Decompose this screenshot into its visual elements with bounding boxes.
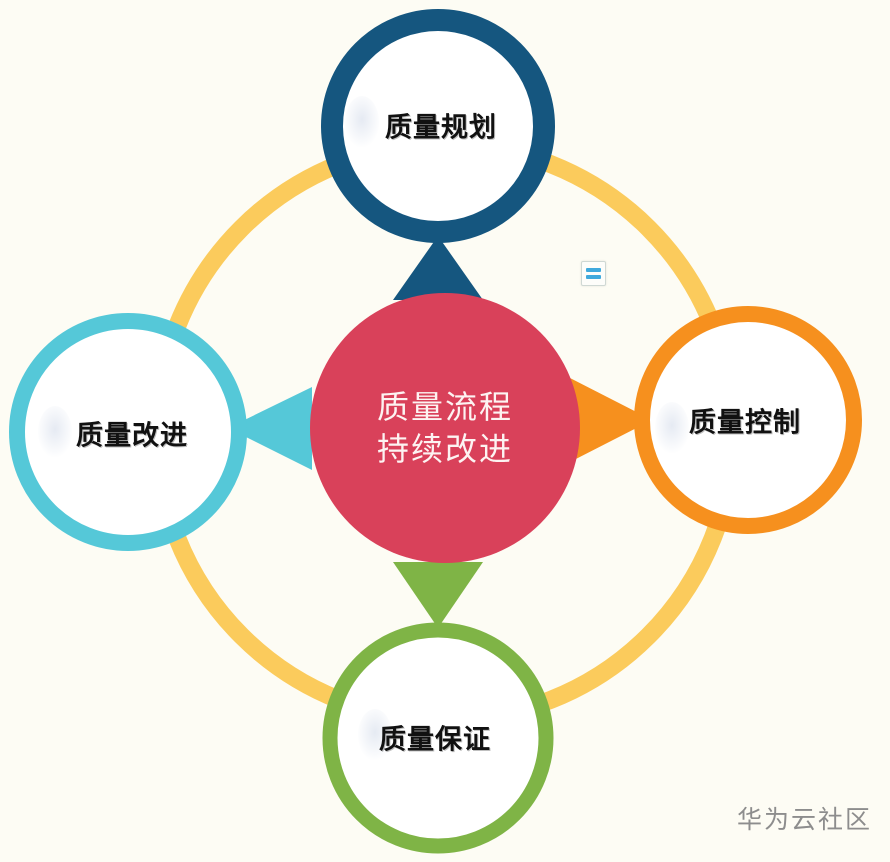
node-quality-planning-fill <box>332 20 544 232</box>
node-top-highlight <box>345 96 379 148</box>
connector-bottom-arrow <box>393 562 483 628</box>
node-quality-planning-ring[interactable] <box>321 9 555 243</box>
connector-top-arrow <box>393 236 483 300</box>
node-right-highlight <box>655 402 689 454</box>
connector-right-arrow <box>570 378 652 462</box>
hub-circle[interactable] <box>310 293 580 563</box>
watermark-text: 华为云社区 <box>736 805 872 834</box>
node-quality-control-ring[interactable] <box>634 306 862 534</box>
connector-left-arrow <box>228 387 312 470</box>
list-rows-icon[interactable] <box>581 261 606 286</box>
list-rows-icon-bar-1 <box>586 268 601 272</box>
node-quality-assurance-ring[interactable] <box>322 622 554 854</box>
node-quality-improvement-ring[interactable] <box>9 313 247 551</box>
node-quality-control-fill <box>642 314 854 526</box>
node-bottom-highlight <box>358 709 392 761</box>
node-left-highlight <box>38 406 72 458</box>
node-quality-improvement-fill <box>17 321 239 543</box>
list-rows-icon-bar-2 <box>586 275 601 279</box>
node-quality-assurance-fill <box>330 630 546 846</box>
